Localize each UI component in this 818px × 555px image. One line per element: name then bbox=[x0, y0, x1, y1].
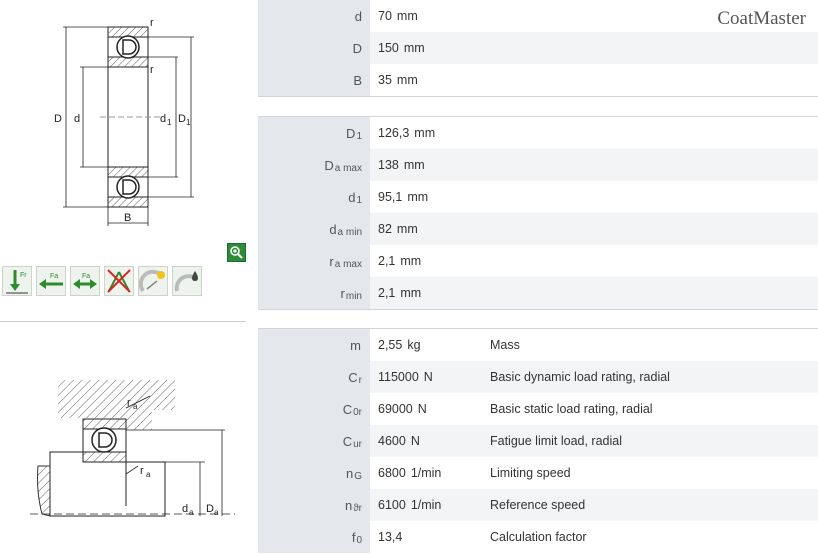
group-divider bbox=[258, 309, 818, 310]
label-D: D bbox=[54, 113, 62, 125]
spec-description: Fatigue limit load, radial bbox=[490, 434, 623, 448]
zoom-button[interactable] bbox=[227, 243, 246, 262]
label-ra-bottom-sub: a bbox=[146, 470, 151, 479]
label-d1: d bbox=[160, 113, 166, 125]
spec-symbol: B bbox=[258, 64, 370, 96]
label-D1: D bbox=[178, 113, 186, 125]
group-divider bbox=[258, 328, 818, 329]
axial-load-left-icon[interactable]: Fa bbox=[36, 266, 66, 296]
spec-description: Basic dynamic load rating, radial bbox=[490, 370, 670, 384]
label-ra-top-sub: a bbox=[133, 402, 138, 411]
spec-description: Mass bbox=[490, 338, 520, 352]
label-r-top: r bbox=[150, 17, 154, 29]
drawing-separator bbox=[0, 321, 246, 322]
spec-symbol: m bbox=[258, 329, 370, 361]
group-divider bbox=[258, 116, 818, 117]
label-d1-sub: 1 bbox=[167, 118, 172, 127]
svg-text:Fa: Fa bbox=[50, 273, 58, 280]
radial-load-icon[interactable]: Fr bbox=[2, 266, 32, 296]
spec-symbol: D bbox=[258, 32, 370, 64]
no-misalignment-icon[interactable] bbox=[104, 266, 134, 296]
label-r-mid: r bbox=[150, 64, 154, 76]
label-D1-sub: 1 bbox=[186, 118, 191, 127]
svg-text:Fr: Fr bbox=[20, 272, 27, 279]
label-B: B bbox=[124, 212, 131, 224]
label-da-sub: a bbox=[189, 508, 194, 517]
magnifier-icon bbox=[230, 246, 243, 259]
spec-description: Basic static load rating, radial bbox=[490, 402, 653, 416]
label-ra-top: r bbox=[127, 397, 131, 409]
mounting-dimension-drawing: r a r a d a D a bbox=[30, 380, 235, 517]
spec-description: Calculation factor bbox=[490, 530, 587, 544]
drawing-panel: r r D d d 1 D 1 B Fr Fa Fa bbox=[0, 0, 250, 555]
label-ra-bottom: r bbox=[140, 465, 144, 477]
spec-value: 13,4 bbox=[378, 530, 403, 544]
spec-description: Limiting speed bbox=[490, 466, 571, 480]
lubrication-icon[interactable] bbox=[172, 266, 202, 296]
label-Da: D bbox=[206, 503, 214, 515]
bearing-dimension-drawing: r r D d d 1 D 1 B bbox=[54, 17, 194, 226]
axial-load-both-icon[interactable]: Fa bbox=[70, 266, 100, 296]
label-d: d bbox=[74, 113, 80, 125]
group-divider bbox=[258, 96, 818, 97]
spec-description: Reference speed bbox=[490, 498, 586, 512]
label-Da-sub: a bbox=[214, 508, 219, 517]
label-da: d bbox=[182, 503, 188, 515]
svg-text:Fa: Fa bbox=[82, 273, 90, 280]
brand-logo: CoatMaster bbox=[717, 8, 806, 29]
spec-symbol: d bbox=[258, 0, 370, 32]
speed-icon[interactable] bbox=[138, 266, 168, 296]
